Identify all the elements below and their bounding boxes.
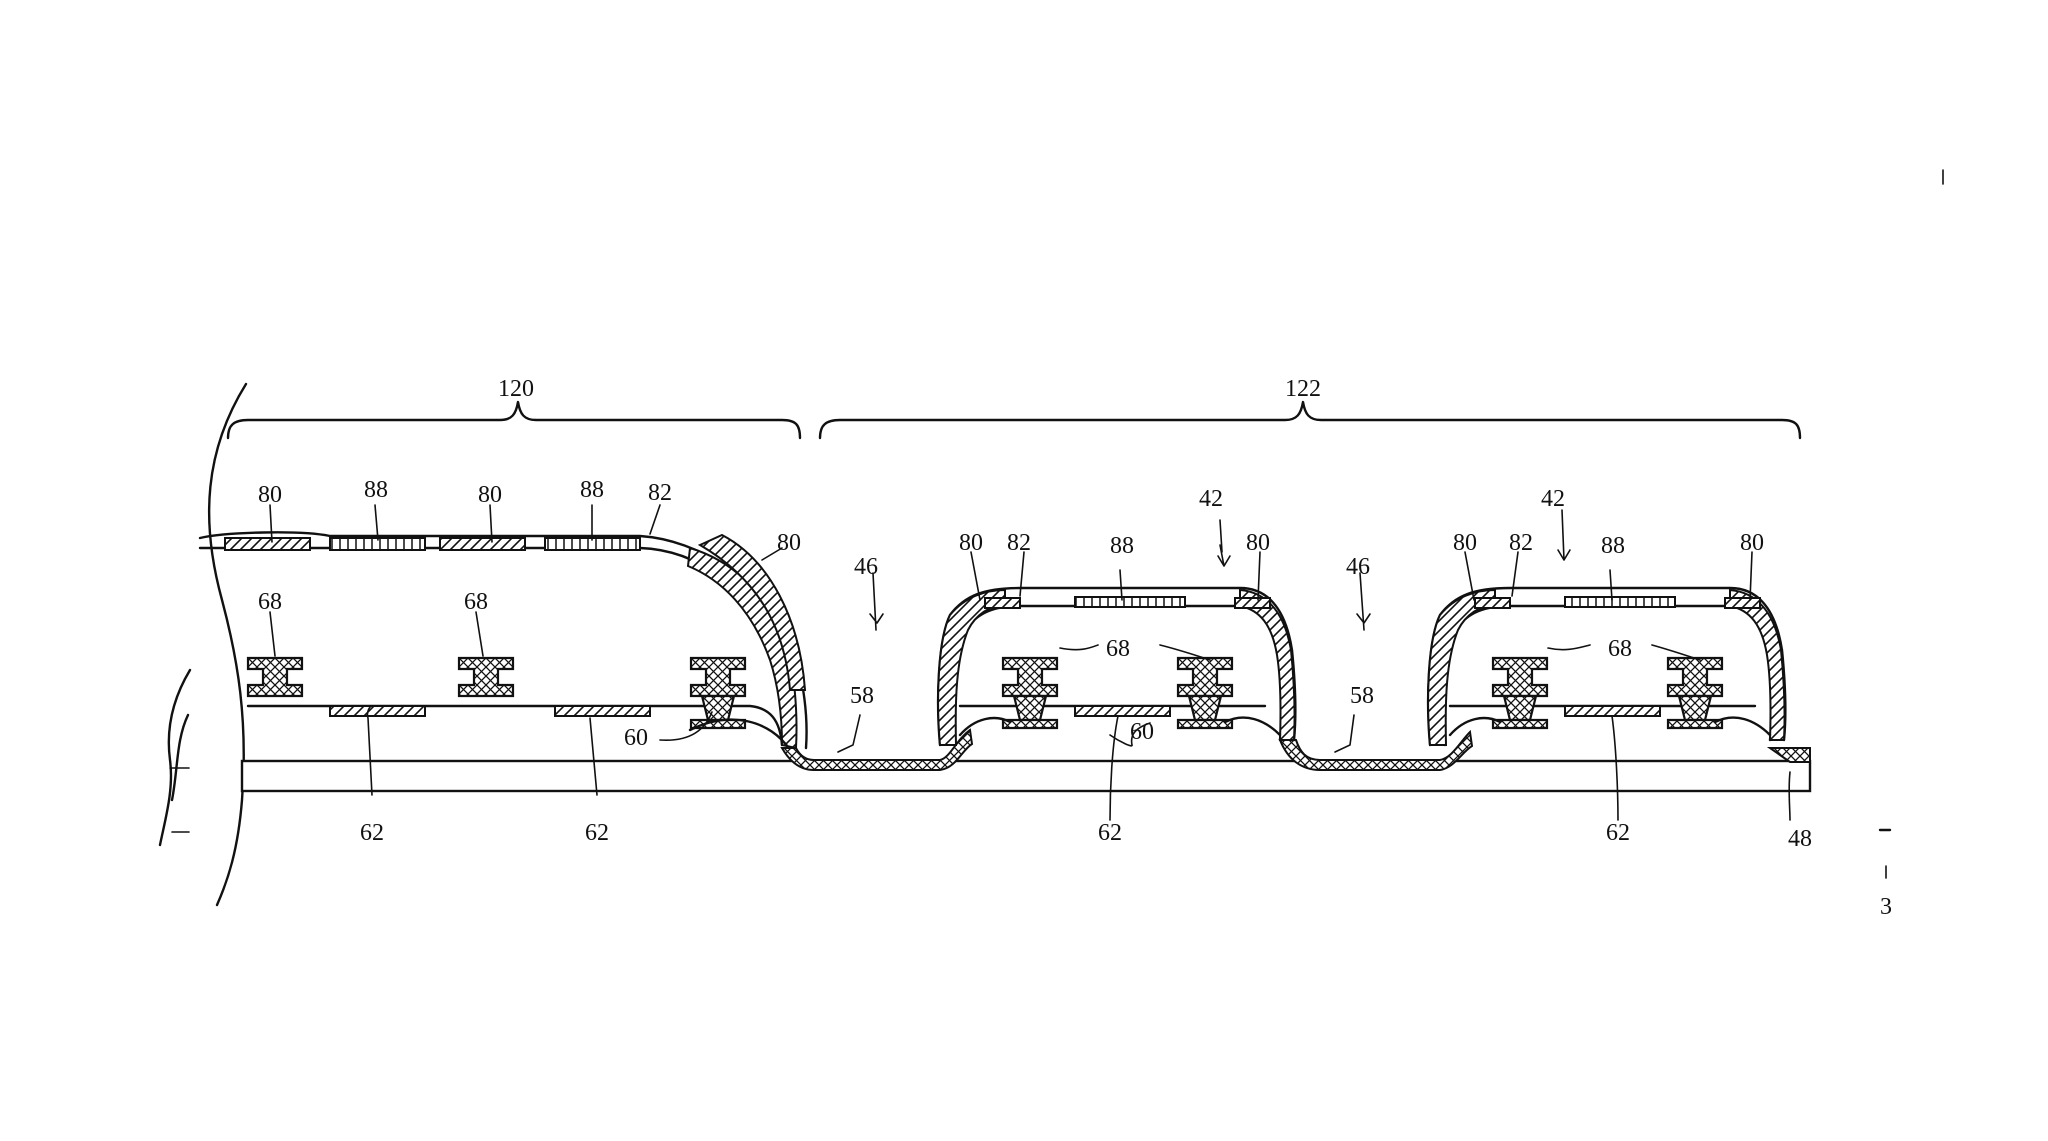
label-62-b: 62 bbox=[585, 820, 609, 846]
label-60-a: 60 bbox=[624, 725, 648, 751]
label-120: 120 bbox=[498, 376, 534, 402]
edge-fragment-label: 3 bbox=[1880, 894, 1892, 920]
reference-labels: 120 122 80 88 80 88 82 80 68 68 60 62 62… bbox=[258, 376, 1812, 852]
label-82-c: 82 bbox=[1509, 530, 1533, 556]
label-80-g: 80 bbox=[1740, 530, 1764, 556]
label-62-c: 62 bbox=[1098, 820, 1122, 846]
label-80-b: 80 bbox=[478, 482, 502, 508]
label-80-a: 80 bbox=[258, 482, 282, 508]
label-80-f: 80 bbox=[1453, 530, 1477, 556]
label-122: 122 bbox=[1285, 376, 1321, 402]
label-62-d: 62 bbox=[1606, 820, 1630, 846]
label-68-d: 68 bbox=[1608, 636, 1632, 662]
layer-58 bbox=[780, 728, 1811, 771]
label-88-a: 88 bbox=[364, 477, 388, 503]
label-82-a: 82 bbox=[648, 480, 672, 506]
label-58-a: 58 bbox=[850, 683, 874, 709]
label-80-d: 80 bbox=[959, 530, 983, 556]
label-80-c: 80 bbox=[777, 530, 801, 556]
label-46-b: 46 bbox=[1346, 554, 1370, 580]
substrate-48 bbox=[240, 759, 1812, 793]
leader-lines bbox=[269, 504, 1791, 821]
label-68-c: 68 bbox=[1106, 636, 1130, 662]
label-80-e: 80 bbox=[1246, 530, 1270, 556]
label-88-d: 88 bbox=[1601, 533, 1625, 559]
bracket-120 bbox=[226, 400, 802, 440]
label-88-c: 88 bbox=[1110, 533, 1134, 559]
label-68-b: 68 bbox=[464, 589, 488, 615]
bracket-122 bbox=[818, 400, 1802, 440]
label-46-a: 46 bbox=[854, 554, 878, 580]
region-120-device bbox=[198, 531, 808, 752]
device-42-middle bbox=[936, 586, 1297, 747]
label-42-b: 42 bbox=[1541, 486, 1565, 512]
left-break-edge bbox=[158, 382, 248, 907]
label-60-b: 60 bbox=[1130, 719, 1154, 745]
label-42-a: 42 bbox=[1199, 486, 1223, 512]
cropped-edge-marks: 3 bbox=[1878, 169, 1944, 920]
label-62-a: 62 bbox=[360, 820, 384, 846]
label-82-b: 82 bbox=[1007, 530, 1031, 556]
label-58-b: 58 bbox=[1350, 683, 1374, 709]
label-68-a: 68 bbox=[258, 589, 282, 615]
device-42-right bbox=[1426, 586, 1787, 747]
label-48: 48 bbox=[1788, 826, 1812, 852]
label-88-b: 88 bbox=[580, 477, 604, 503]
